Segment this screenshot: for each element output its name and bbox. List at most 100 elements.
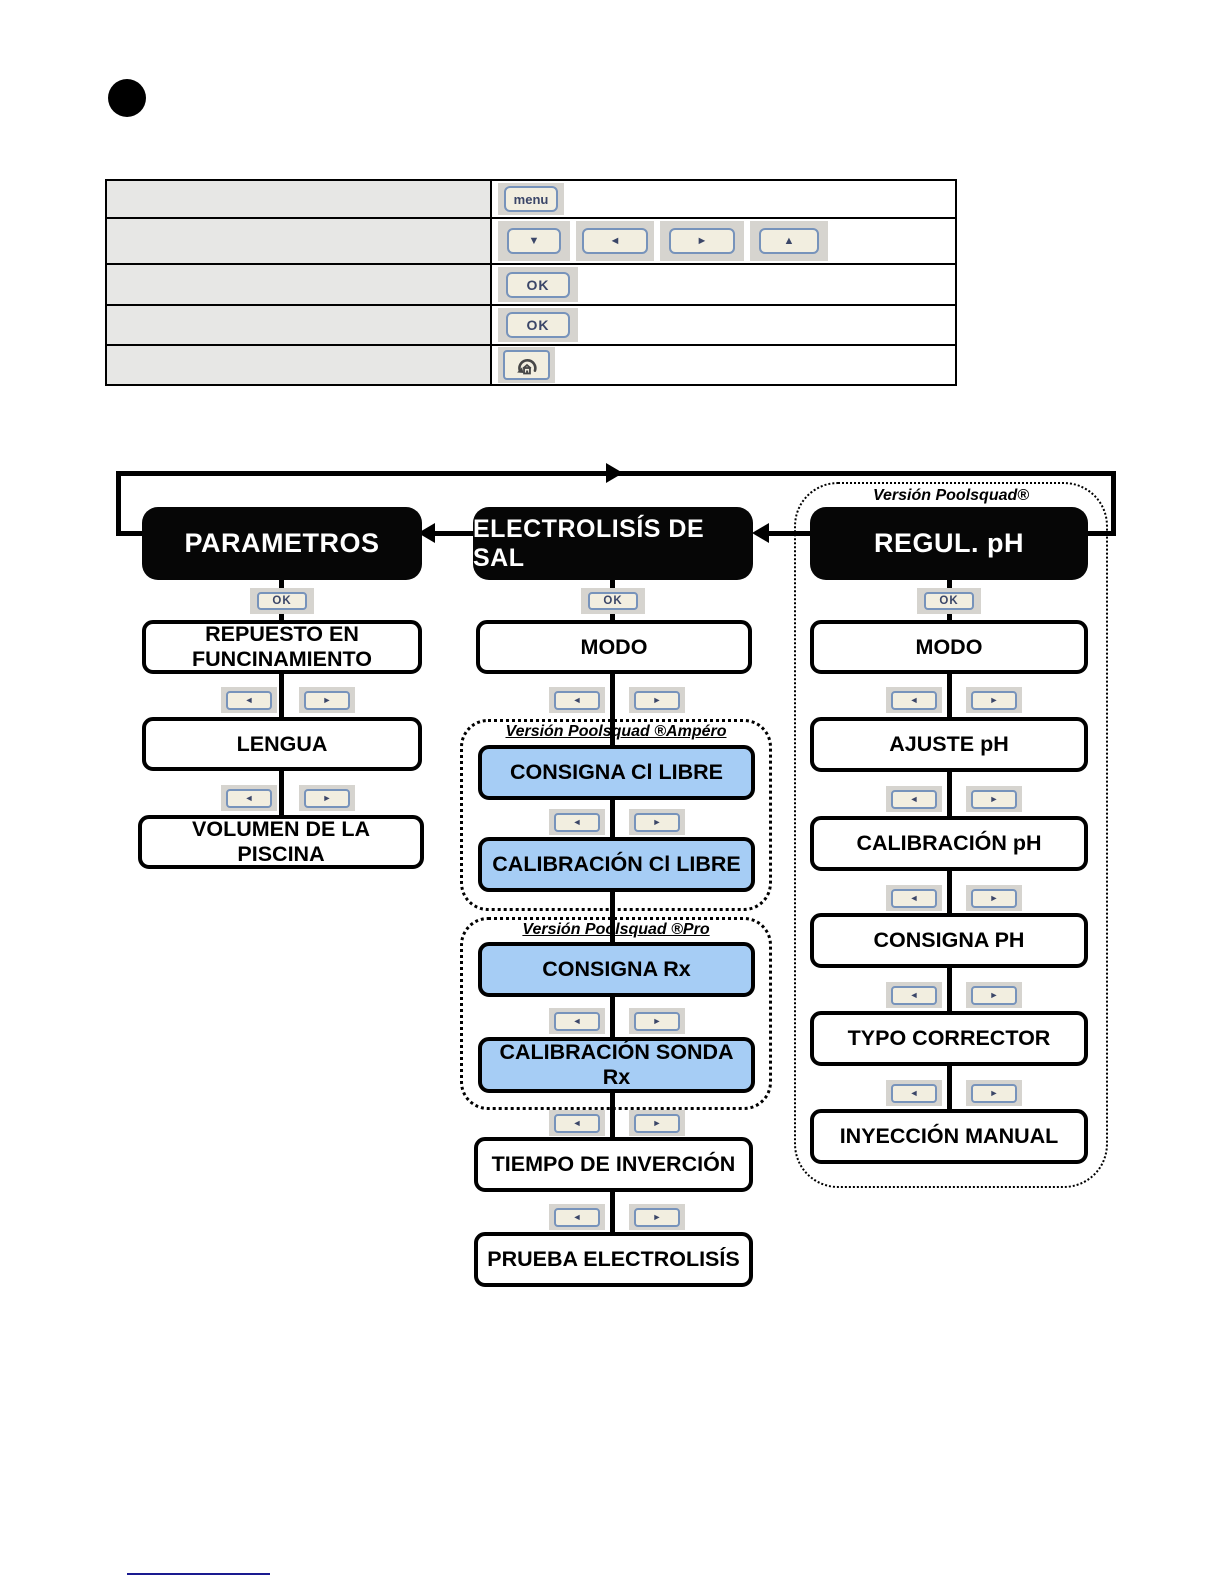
ok-button-label: OK [588, 592, 638, 610]
section-bullet [108, 79, 146, 117]
key-table-row: ▼ ◄ ► ▲ [107, 219, 955, 265]
connector-line [116, 531, 148, 536]
flow-item-modo-sal: MODO [476, 620, 752, 674]
key-table-row: OK [107, 306, 955, 346]
flow-item-calibracion-sonda-rx: CALIBRACIÓN SONDA Rx [478, 1037, 755, 1093]
flow-arrowhead-right [606, 463, 623, 483]
right-arrow-icon: ► [971, 789, 1017, 809]
flow-item-consigna-ph: CONSIGNA PH [810, 913, 1088, 968]
flow-item-calibracion-ph: CALIBRACIÓN pH [810, 816, 1088, 871]
key-description-cell [107, 346, 492, 384]
left-arrow-icon: ◄ [554, 812, 600, 832]
right-arrow-key-image: ► [966, 1080, 1022, 1106]
left-arrow-icon: ◄ [582, 228, 648, 254]
left-arrow-key-image: ◄ [221, 785, 277, 811]
right-arrow-icon: ► [634, 1113, 680, 1133]
key-buttons-cell: ▼ ◄ ► ▲ [492, 219, 955, 263]
right-arrow-icon: ► [634, 812, 680, 832]
right-arrow-icon: ► [669, 228, 735, 254]
connector-line [116, 471, 121, 536]
connector-line [767, 531, 812, 536]
right-arrow-key-image: ► [629, 687, 685, 713]
up-key-image: ▲ [750, 221, 828, 261]
ok-button-label: OK [257, 592, 307, 610]
right-arrow-key-image: ► [966, 687, 1022, 713]
left-arrow-key-image: ◄ [549, 809, 605, 835]
left-arrow-icon: ◄ [554, 1011, 600, 1031]
key-description-cell [107, 181, 492, 217]
right-arrow-icon: ► [971, 690, 1017, 710]
key-table-row: menu [107, 181, 955, 219]
left-arrow-key-image: ◄ [549, 687, 605, 713]
right-arrow-icon: ► [634, 1207, 680, 1227]
left-arrow-icon: ◄ [891, 1083, 937, 1103]
ok-key-image: OK [250, 588, 314, 614]
ok-button-label: OK [506, 271, 570, 298]
right-arrow-icon: ► [304, 788, 350, 808]
home-return-icon [503, 350, 550, 380]
right-arrow-key-image: ► [966, 982, 1022, 1008]
connector-line [1086, 531, 1116, 536]
ok-key-image: OK [498, 267, 578, 302]
flow-item-volumen: VOLUMEN DE LA PISCINA [138, 815, 424, 869]
left-arrow-icon: ◄ [554, 1207, 600, 1227]
flow-item-lengua: LENGUA [142, 717, 422, 771]
key-legend-table: menu ▼ ◄ ► ▲ [105, 179, 957, 386]
right-arrow-icon: ► [971, 985, 1017, 1005]
menu-box-electrolisis: ELECTROLISÍS DE SAL [473, 507, 753, 580]
key-buttons-cell [492, 346, 955, 384]
key-description-cell [107, 219, 492, 263]
group-poolsquad-ampero [460, 719, 772, 911]
right-arrow-key-image: ► [299, 785, 355, 811]
group-poolsquad-pro [460, 917, 772, 1110]
right-arrow-key-image: ► [966, 786, 1022, 812]
flow-item-ajuste-ph: AJUSTE pH [810, 717, 1088, 772]
menu-box-parametros: PARAMETROS [142, 507, 422, 580]
connector-line [433, 531, 475, 536]
left-arrow-key-image: ◄ [549, 1008, 605, 1034]
flow-item-calibracion-cl: CALIBRACIÓN Cl LIBRE [478, 837, 755, 892]
flow-item-modo-ph: MODO [810, 620, 1088, 674]
ok-key-image: OK [581, 588, 645, 614]
menu-box-regul-ph: REGUL. pH [810, 507, 1088, 580]
key-table-row [107, 346, 955, 384]
ok-key-image: OK [498, 308, 578, 342]
left-arrow-icon: ◄ [891, 690, 937, 710]
key-buttons-cell: menu [492, 181, 955, 217]
right-arrow-icon: ► [304, 690, 350, 710]
key-table-row: OK [107, 265, 955, 306]
key-buttons-cell: OK [492, 265, 955, 304]
left-arrow-key-image: ◄ [221, 687, 277, 713]
ok-button-label: OK [506, 312, 570, 338]
ok-button-label: OK [924, 592, 974, 610]
right-arrow-icon: ► [634, 1011, 680, 1031]
flow-arrowhead-left [418, 523, 435, 543]
flow-item-repuesto: REPUESTO EN FUNCINAMIENTO [142, 620, 422, 674]
flow-arrowhead-left [752, 523, 769, 543]
right-key-image: ► [660, 221, 744, 261]
group-label-version-poolsquad: Versión Poolsquad® [872, 487, 1030, 504]
connector-line [279, 578, 284, 842]
key-description-cell [107, 306, 492, 344]
right-arrow-key-image: ► [966, 885, 1022, 911]
down-key-image: ▼ [498, 221, 570, 261]
right-arrow-key-image: ► [629, 1110, 685, 1136]
flow-item-consigna-cl: CONSIGNA Cl LIBRE [478, 745, 755, 800]
left-key-image: ◄ [576, 221, 654, 261]
down-arrow-icon: ▼ [507, 228, 561, 254]
flow-item-typo-corrector: TYPO CORRECTOR [810, 1011, 1088, 1066]
right-arrow-icon: ► [971, 1083, 1017, 1103]
left-arrow-key-image: ◄ [886, 885, 942, 911]
footnote-rule [127, 1573, 270, 1575]
right-arrow-key-image: ► [629, 809, 685, 835]
left-arrow-key-image: ◄ [886, 687, 942, 713]
home-key-image [498, 347, 555, 383]
left-arrow-key-image: ◄ [886, 1080, 942, 1106]
left-arrow-key-image: ◄ [886, 786, 942, 812]
left-arrow-key-image: ◄ [886, 982, 942, 1008]
left-arrow-key-image: ◄ [549, 1110, 605, 1136]
right-arrow-key-image: ► [299, 687, 355, 713]
flow-item-consigna-rx: CONSIGNA Rx [478, 942, 755, 997]
key-buttons-cell: OK [492, 306, 955, 344]
